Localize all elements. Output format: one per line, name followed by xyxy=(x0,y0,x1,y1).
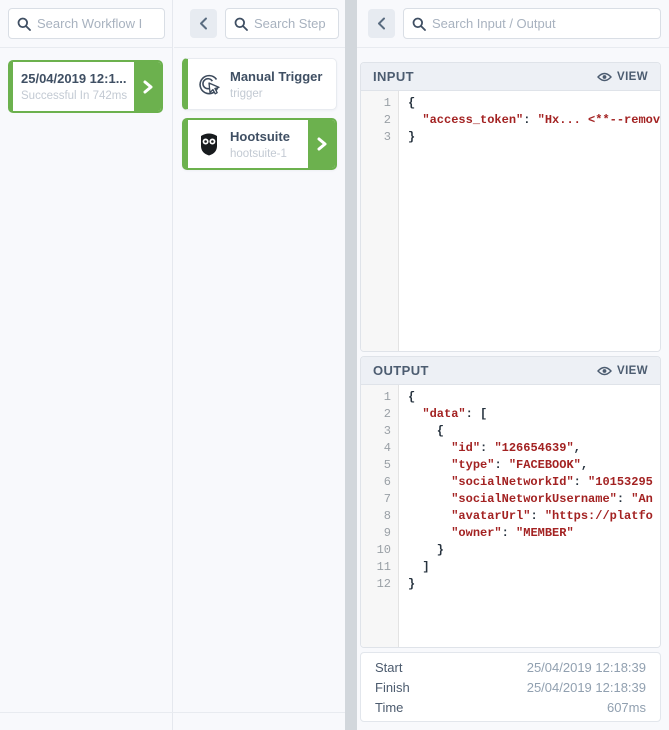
line-number: 10 xyxy=(376,543,391,557)
code-line: "id": "126654639", xyxy=(451,441,581,455)
chevron-left-icon xyxy=(378,17,385,30)
input-panel: INPUT VIEW 1 2 3 { "access_token": "Hx... … xyxy=(360,62,661,352)
io-back-button[interactable] xyxy=(368,9,395,38)
run-status: Successful In 742ms xyxy=(21,90,128,102)
list-bottom-divider xyxy=(0,712,345,713)
column-resize-strip[interactable] xyxy=(345,0,357,730)
run-open-button[interactable] xyxy=(134,62,161,111)
detail-label: Finish xyxy=(375,679,410,695)
step-title: Hootsuite xyxy=(230,128,290,144)
input-panel-header: INPUT VIEW xyxy=(361,63,660,91)
code-line: "access_token": "Hx... <**--remov xyxy=(422,113,660,127)
detail-value: 607ms xyxy=(606,699,646,715)
eye-icon xyxy=(597,366,612,375)
search-icon xyxy=(17,17,31,31)
code-line: "socialNetworkId": "10153295 xyxy=(451,475,653,489)
line-number: 3 xyxy=(383,424,391,438)
step-subtitle: trigger xyxy=(230,87,263,100)
steps-back-button[interactable] xyxy=(190,9,217,38)
line-number: 8 xyxy=(383,509,391,523)
io-topbar xyxy=(357,0,669,48)
detail-label: Start xyxy=(375,659,403,675)
step-search-input[interactable] xyxy=(254,16,330,31)
step-card-manual-trigger[interactable]: Manual Trigger trigger xyxy=(182,58,337,110)
detail-row-finish: Finish 25/04/2019 12:18:39 xyxy=(361,680,660,695)
code-line: "data": [ xyxy=(422,407,488,421)
input-line-numbers: 1 2 3 xyxy=(361,91,399,351)
workflow-runs-column: 25/04/2019 12:1... Successful In 742ms xyxy=(0,0,345,730)
line-number: 4 xyxy=(383,441,391,455)
input-view-label: VIEW xyxy=(617,70,648,83)
line-number: 7 xyxy=(383,492,391,506)
run-card-text: 25/04/2019 12:1... Successful In 742ms xyxy=(13,62,134,111)
workflow-run-card[interactable]: 25/04/2019 12:1... Successful In 742ms xyxy=(8,60,163,113)
code-line: "socialNetworkUsername": "An xyxy=(451,492,653,506)
line-number: 5 xyxy=(383,458,391,472)
step-open-button[interactable] xyxy=(308,120,335,168)
line-number: 9 xyxy=(383,526,391,540)
manual-trigger-icon xyxy=(188,71,230,97)
input-code-editor[interactable]: 1 2 3 { "access_token": "Hx... <**--remov} xyxy=(361,91,660,351)
line-number: 12 xyxy=(376,577,391,591)
input-view-button[interactable]: VIEW xyxy=(597,71,648,83)
detail-value: 25/04/2019 12:18:39 xyxy=(526,679,646,695)
workflow-search-input[interactable] xyxy=(37,16,156,31)
detail-label: Time xyxy=(375,699,404,715)
workflow-search[interactable] xyxy=(8,8,165,39)
line-number: 2 xyxy=(383,113,391,127)
code-line: { xyxy=(408,424,445,438)
run-timestamp: 25/04/2019 12:1... xyxy=(21,71,127,86)
code-line: { xyxy=(408,96,416,110)
line-number: 3 xyxy=(383,130,391,144)
input-title: INPUT xyxy=(373,69,414,84)
search-icon xyxy=(412,17,426,31)
output-title: OUTPUT xyxy=(373,363,429,378)
steps-topbar xyxy=(174,0,345,48)
hootsuite-owl-icon xyxy=(188,132,230,157)
step-card-text: Hootsuite hootsuite-1 xyxy=(230,129,308,160)
line-number: 2 xyxy=(383,407,391,421)
code-line: } xyxy=(408,577,416,591)
code-line: } xyxy=(408,130,416,144)
chevron-right-icon xyxy=(143,80,152,93)
line-number: 6 xyxy=(383,475,391,489)
chevron-left-icon xyxy=(200,17,207,30)
step-subtitle: hootsuite-1 xyxy=(230,147,287,160)
input-code-lines: { "access_token": "Hx... <**--remov} xyxy=(399,91,660,351)
detail-row-time: Time 607ms xyxy=(361,700,660,715)
step-title: Manual Trigger xyxy=(230,68,323,84)
io-column: INPUT VIEW 123 { "access_token": "Hx... … xyxy=(357,0,669,730)
code-line: } xyxy=(408,543,445,557)
io-search-input[interactable] xyxy=(432,16,652,31)
eye-icon xyxy=(597,72,612,81)
output-panel-header: OUTPUT VIEW xyxy=(361,357,660,385)
output-view-button[interactable]: VIEW xyxy=(597,365,648,377)
detail-value: 25/04/2019 12:18:39 xyxy=(526,659,646,675)
code-line: "avatarUrl": "https://platfo xyxy=(451,509,653,523)
line-number: 11 xyxy=(376,560,391,574)
line-number: 1 xyxy=(383,96,391,110)
runs-topbar xyxy=(0,0,172,48)
detail-row-start: Start 25/04/2019 12:18:39 xyxy=(361,660,660,675)
code-line: ] xyxy=(408,560,430,574)
search-icon xyxy=(234,17,248,31)
line-number: 1 xyxy=(383,390,391,404)
output-code-lines: { "data": [ { "id": "126654639", "type":… xyxy=(399,385,660,647)
code-line: { xyxy=(408,390,416,404)
output-view-label: VIEW xyxy=(617,364,648,377)
io-search[interactable] xyxy=(403,8,661,39)
step-card-text: Manual Trigger trigger xyxy=(230,69,336,100)
code-line: "owner": "MEMBER" xyxy=(451,526,574,540)
code-line: "type": "FACEBOOK", xyxy=(451,458,589,472)
step-search[interactable] xyxy=(225,8,339,39)
list-bottom-divider xyxy=(174,712,345,713)
step-card-hootsuite[interactable]: Hootsuite hootsuite-1 xyxy=(182,118,337,170)
